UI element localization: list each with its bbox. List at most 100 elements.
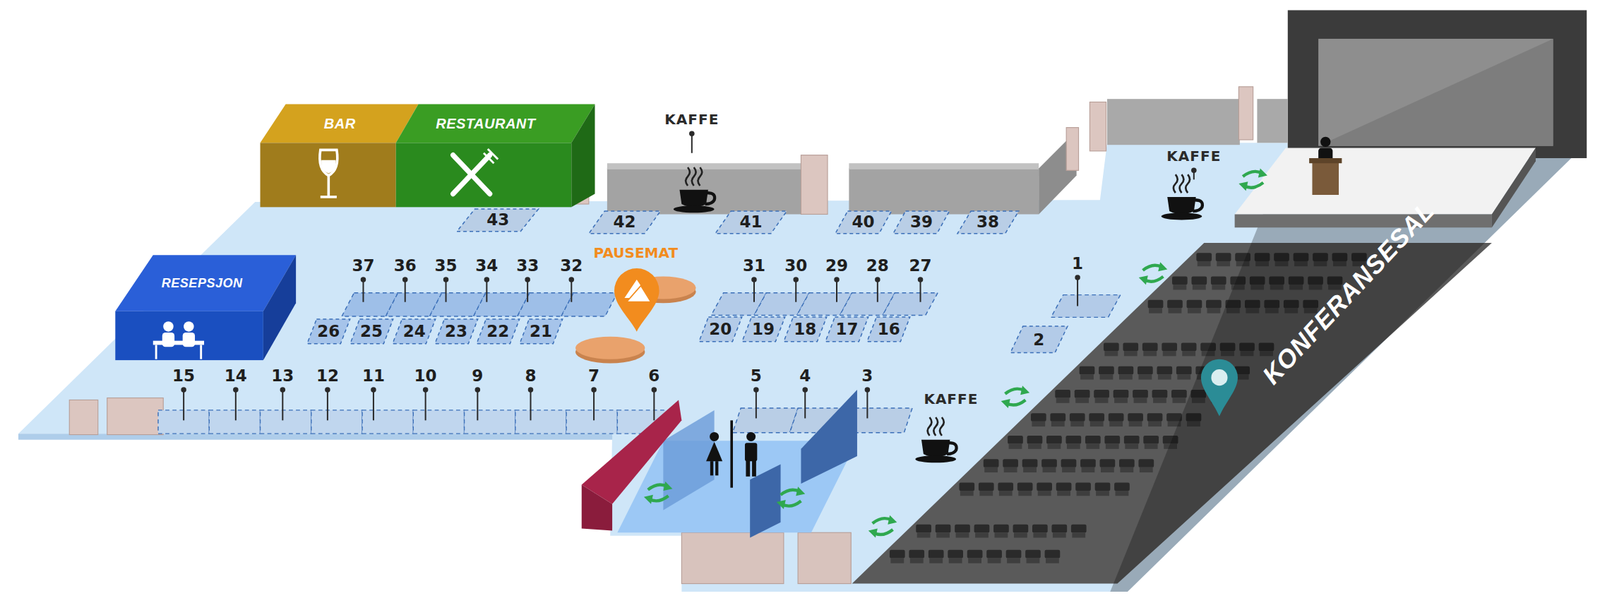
hall-chair [1080,458,1096,468]
hall-chair [1031,421,1046,427]
booth-box: 42 [588,211,661,234]
hall-chair [1095,398,1109,404]
pin-marker [180,131,1197,421]
pin-marker [324,386,331,393]
pin-marker [402,276,409,303]
hall-chair [1051,421,1065,427]
hall-chair [1090,421,1104,427]
hall-chair [1142,343,1158,357]
hall-chair [917,532,931,538]
hall-chair [1191,276,1207,286]
break-food [614,268,660,332]
hall-chair [1030,413,1047,427]
hall-chair [1172,276,1188,286]
hall-chair [984,467,998,473]
hall-chair [1041,458,1058,468]
hall-chair [1007,435,1024,445]
reception-building [115,254,296,361]
toilets [715,461,719,476]
hall-chair [1046,435,1062,445]
hall-chair [1042,467,1057,473]
booth-outline [307,319,351,344]
callout-number: 13 [271,367,294,384]
pin-marker [792,276,799,283]
hall-chair [947,550,964,564]
hall-chair [1047,444,1061,450]
pin-marker [653,389,655,421]
booth-number: 41 [739,213,763,231]
hall-chair [1176,366,1192,380]
hall-chair [1088,413,1105,427]
booth-outline [1010,326,1068,354]
stage [1234,148,1536,215]
booth-number: 26 [317,322,340,341]
hall-chair [1124,435,1140,450]
hall-chair [1181,350,1196,356]
booth-outline [588,211,661,234]
hall-chair [910,557,924,563]
restaurant-building [483,153,494,164]
hall-chair [1143,435,1159,445]
hall-chair [1210,276,1227,291]
booth-plot [566,410,618,434]
pin-marker [917,276,924,303]
hall-chair [1075,398,1089,404]
booth-box: 22 [476,319,520,344]
booth-number: 18 [793,320,817,339]
hall-chair [1045,550,1061,564]
hall-chair [954,524,971,539]
hall-chair [1061,458,1077,473]
pin-marker [524,276,531,283]
pin-marker [360,276,367,303]
callout-number: 3 [861,367,873,384]
pin-marker [372,389,375,421]
hall-chair [1156,366,1173,375]
hall-chair [947,550,964,559]
hall-chair [1080,374,1094,380]
pin-marker [833,276,840,283]
hall-chair [1104,350,1118,356]
callout-number: 12 [316,367,339,384]
booth-outline [825,317,869,342]
hall-chair [954,524,971,534]
hall-chair [997,482,1014,491]
toilets [730,420,733,488]
booth-outline [835,211,892,234]
hall-chair [1002,458,1019,473]
pin-marker [362,279,364,303]
hall-chair [1027,435,1043,445]
callout-number: 30 [784,257,808,274]
pin-marker [751,276,757,303]
hall-chair [948,557,963,563]
restaurant-building [453,155,491,195]
booth-plot [732,408,798,433]
hall-chair [1144,444,1158,450]
floor [18,142,1577,592]
hall-chair [1080,458,1096,473]
reception-building [263,254,296,361]
bar-building [260,142,397,207]
coffee-icon [915,417,957,463]
toilets [581,389,858,539]
hall-chair [1109,421,1123,427]
pin-marker [425,389,427,421]
stage [1491,148,1536,229]
callout-number: 31 [742,257,766,274]
hall-chair [993,524,1010,534]
hall-chair [1027,435,1043,450]
hall-chair [1054,389,1071,404]
coffee-icon [1161,174,1203,220]
callout-number: 1 [1071,254,1084,272]
booth-outline [835,211,892,234]
hall-chair [1124,444,1139,450]
coffee-icon [673,167,1203,463]
hall-chair [1186,300,1203,314]
hall-chair [1022,458,1038,473]
hall-chair [958,482,975,496]
booth-outline [783,317,827,342]
hall-chair [1085,435,1101,450]
hall-chair [1105,444,1120,450]
hall-chair [1018,490,1032,496]
building-name: RESTAURANT [435,115,536,132]
hall-chair [1054,389,1071,399]
